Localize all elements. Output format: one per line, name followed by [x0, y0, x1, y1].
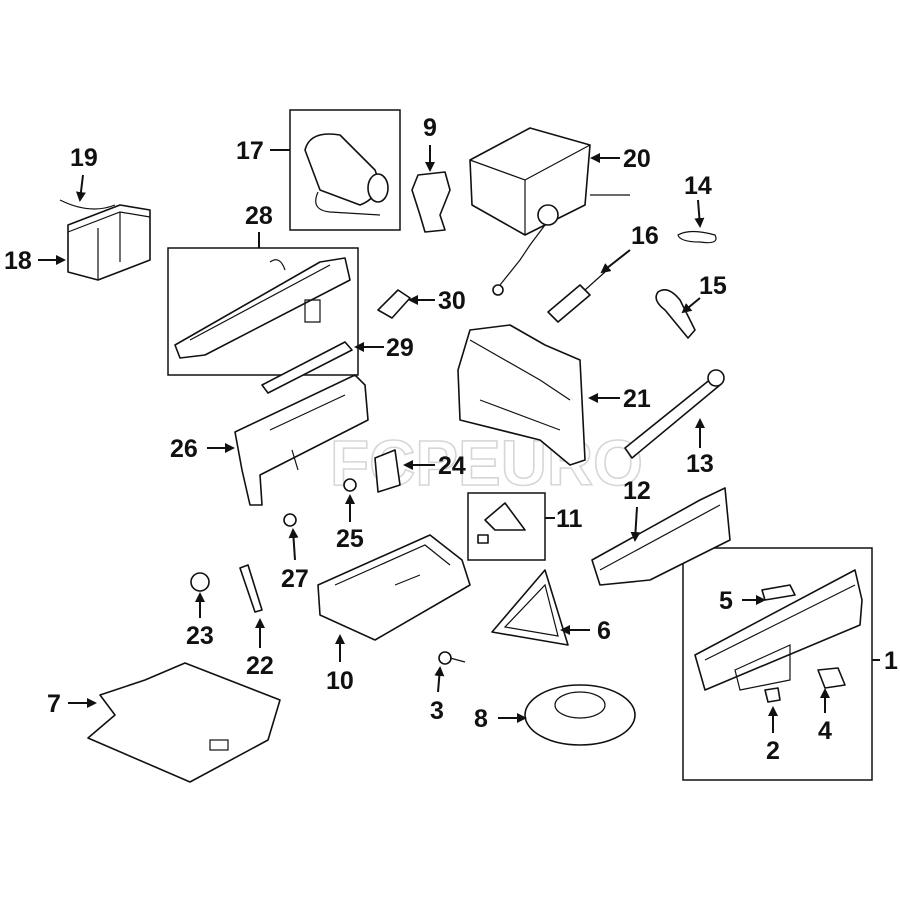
- callout-2: 2: [766, 737, 780, 765]
- callout-25: 25: [336, 525, 364, 553]
- callout-16: 16: [631, 222, 659, 250]
- callout-24: 24: [438, 452, 466, 480]
- callout-26: 26: [170, 435, 198, 463]
- part-23-nut: [190, 572, 210, 592]
- callout-7: 7: [47, 690, 61, 718]
- part-12-jack: [591, 487, 731, 586]
- callout-14: 14: [684, 172, 712, 200]
- part-22-bracket: [239, 564, 263, 613]
- callout-1: 1: [884, 647, 898, 675]
- callout-3: 3: [430, 697, 444, 725]
- callout-8: 8: [474, 705, 488, 733]
- part-26-trim-panel: [234, 374, 369, 506]
- part-1-rear-panel: [694, 569, 863, 703]
- callout-21: 21: [623, 385, 651, 413]
- part-1-box: [682, 547, 873, 781]
- part-10-tray: [317, 534, 471, 641]
- part-16-screwdriver: [547, 271, 606, 323]
- callout-30: 30: [438, 287, 466, 315]
- callout-19: 19: [70, 144, 98, 172]
- callout-22: 22: [246, 652, 274, 680]
- callout-20: 20: [623, 145, 651, 173]
- part-9-valve: [411, 171, 451, 233]
- part-20-compressor: [469, 127, 630, 296]
- part-17-pump-bottle: [304, 133, 389, 216]
- callout-13: 13: [686, 450, 714, 478]
- part-11-hook: [477, 502, 526, 544]
- part-25-clip: [343, 478, 357, 492]
- part-21-side-trim: [457, 324, 586, 466]
- part-27-clip: [283, 513, 297, 527]
- part-15-tow-eye: [655, 289, 696, 339]
- callout-15: 15: [699, 272, 727, 300]
- part-30-clip: [377, 289, 411, 319]
- part-14-ring: [677, 230, 717, 244]
- callout-17: 17: [236, 137, 264, 165]
- part-18-19-tool-bag: [59, 199, 151, 281]
- part-28-panel: [174, 257, 351, 359]
- part-17-box: [289, 109, 401, 231]
- callout-18: 18: [4, 247, 32, 275]
- callout-10: 10: [326, 667, 354, 695]
- callout-12: 12: [623, 477, 651, 505]
- part-8-foam-insert: [524, 684, 636, 746]
- part-3-screw: [438, 651, 466, 665]
- part-29-strip: [261, 341, 353, 394]
- part-28-box: [167, 247, 359, 376]
- callout-5: 5: [719, 587, 733, 615]
- callout-28: 28: [245, 202, 273, 230]
- part-6-triangle: [491, 569, 569, 646]
- callout-11: 11: [556, 505, 583, 533]
- callout-29: 29: [386, 334, 414, 362]
- part-11-box: [467, 492, 546, 561]
- callout-27: 27: [281, 565, 309, 593]
- callout-9: 9: [423, 114, 437, 142]
- part-24-bracket: [374, 449, 401, 493]
- callout-6: 6: [597, 617, 611, 645]
- part-7-mat: [87, 662, 281, 783]
- part-13-wrench: [624, 369, 725, 459]
- callout-4: 4: [818, 717, 832, 745]
- callout-23: 23: [186, 622, 214, 650]
- leader-lines: [38, 145, 880, 733]
